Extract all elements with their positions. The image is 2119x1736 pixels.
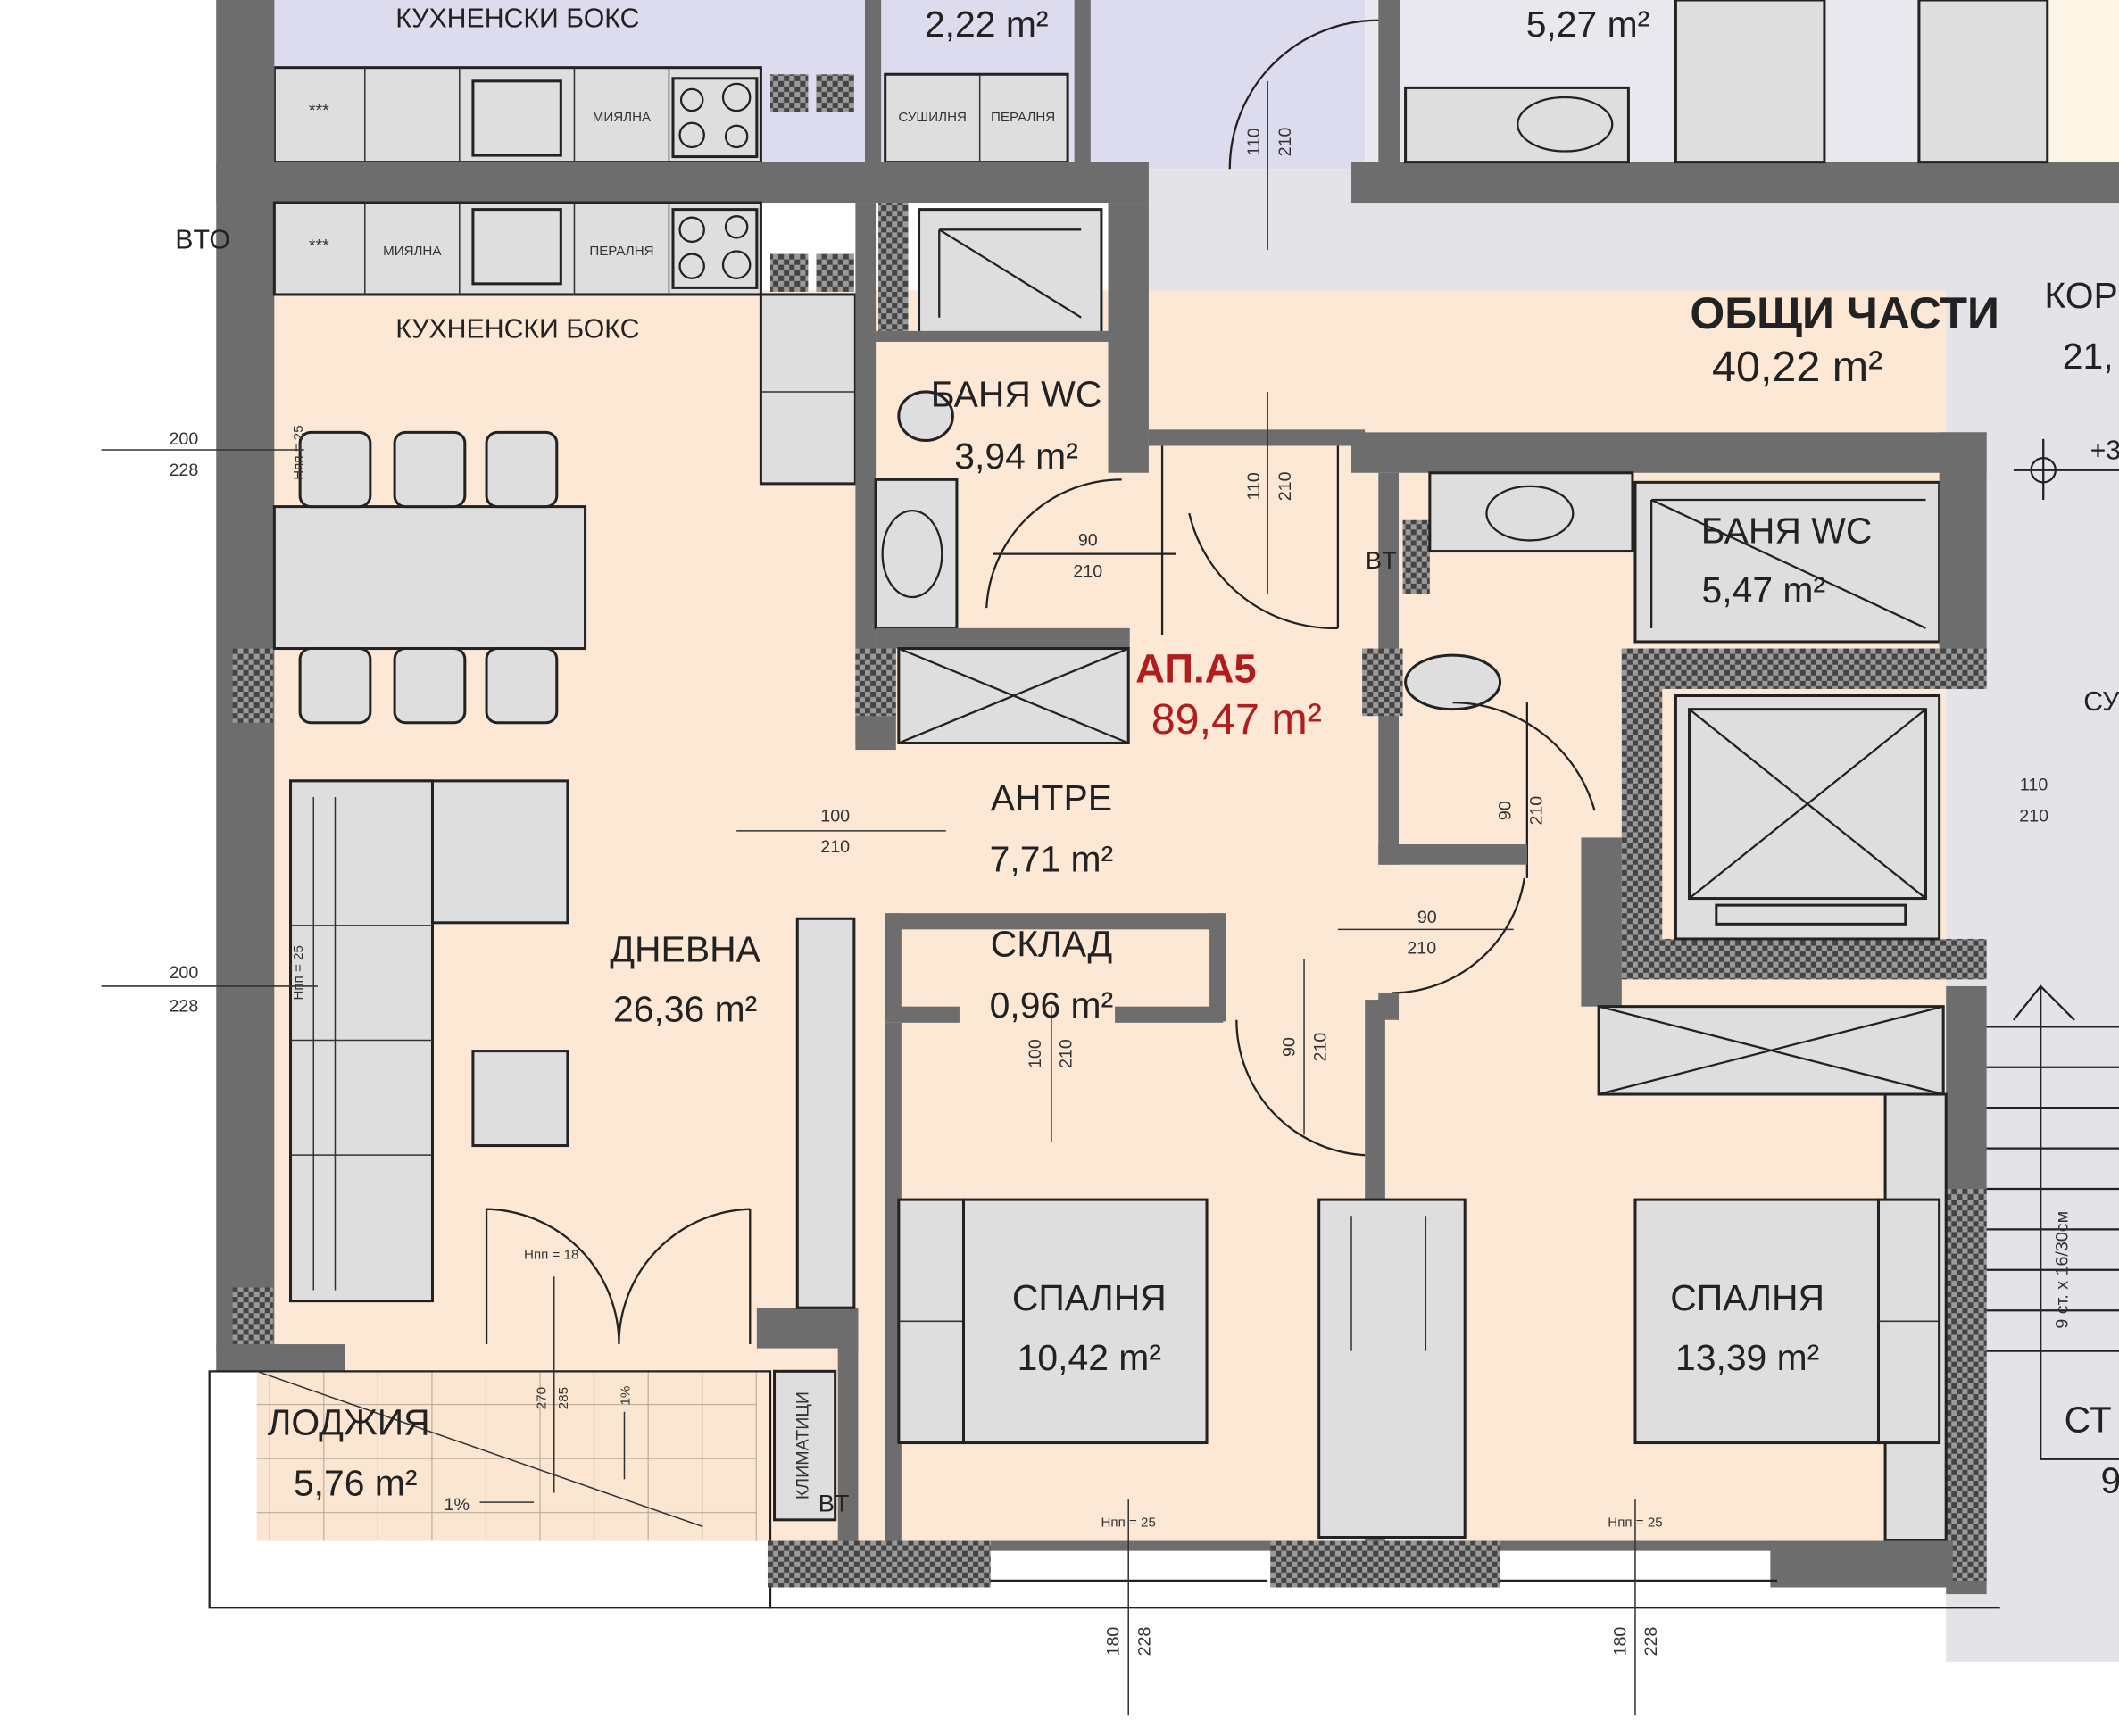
door-width: 90 bbox=[1279, 1037, 1299, 1057]
corridor-area: 21, bbox=[2063, 336, 2114, 377]
entry-label: АНТРЕ bbox=[991, 777, 1112, 818]
level-mark: +3 bbox=[2090, 436, 2119, 466]
door-height: 210 bbox=[1527, 796, 1547, 826]
door-width: 110 bbox=[2020, 775, 2048, 794]
door-height: 210 bbox=[820, 837, 850, 857]
storage-area: 0,96 m² bbox=[990, 984, 1114, 1026]
window-sill: Нпп = 25 bbox=[291, 425, 306, 479]
door-width: 110 bbox=[1244, 128, 1264, 155]
upper-bath-area: 2,22 m² bbox=[925, 4, 1049, 45]
bedroom1-label: СПАЛНЯ bbox=[1012, 1277, 1167, 1318]
dryer-label: СУШИЛНЯ bbox=[898, 110, 967, 125]
window-sill: Нпп = 25 bbox=[1101, 1515, 1156, 1530]
door-width: 100 bbox=[1026, 1039, 1045, 1068]
door-width: 90 bbox=[1078, 531, 1098, 551]
living-label: ДНЕВНА bbox=[610, 929, 760, 970]
loggia-label: ЛОДЖИЯ bbox=[268, 1401, 430, 1442]
door-height: 210 bbox=[1073, 561, 1102, 581]
door-height: 210 bbox=[1276, 127, 1295, 156]
shaft-label: СУ bbox=[2083, 687, 2119, 717]
bedroom1-area: 10,42 m² bbox=[1018, 1337, 1161, 1378]
window-width: 180 bbox=[1104, 1627, 1124, 1657]
door-width: 100 bbox=[820, 806, 850, 826]
entry-area: 7,71 m² bbox=[990, 838, 1114, 879]
door-height: 210 bbox=[1310, 1033, 1330, 1062]
window-height: 228 bbox=[1641, 1627, 1661, 1657]
loggia-height: 285 bbox=[556, 1387, 571, 1409]
kitchen-label: КУХНЕНСКИ БОКС bbox=[395, 314, 639, 344]
door-height: 210 bbox=[1057, 1039, 1076, 1068]
window-height: 228 bbox=[170, 461, 199, 480]
loggia-area: 5,76 m² bbox=[294, 1463, 418, 1504]
loggia-slope: 1% bbox=[619, 1386, 634, 1406]
door-height: 210 bbox=[1276, 471, 1295, 501]
bedroom2-area: 13,39 m² bbox=[1675, 1337, 1819, 1378]
upper-kitchen-label: КУХНЕНСКИ БОКС bbox=[395, 4, 639, 33]
bto-label: BTO bbox=[175, 226, 230, 255]
window-width: 200 bbox=[170, 963, 199, 983]
living-area: 26,36 m² bbox=[613, 988, 757, 1029]
stairs-note: 9 ст. x 16/30см bbox=[2052, 1211, 2072, 1329]
loggia-floor bbox=[256, 1371, 757, 1541]
bath1-label: БАНЯ WC bbox=[931, 374, 1102, 415]
washer-label: ПЕРАЛНЯ bbox=[991, 110, 1055, 125]
door-width: 90 bbox=[1496, 801, 1516, 820]
bt-label: BT bbox=[819, 1490, 850, 1517]
window-height: 228 bbox=[170, 997, 199, 1017]
window-sill: Нпп = 18 bbox=[524, 1248, 578, 1263]
door-width: 90 bbox=[1417, 908, 1437, 927]
ac-label: КЛИМАТИЦИ bbox=[793, 1391, 812, 1499]
window-height: 228 bbox=[1134, 1627, 1154, 1657]
apartment-name: АП.А5 bbox=[1135, 645, 1257, 691]
apartment-area: 89,47 m² bbox=[1151, 695, 1322, 743]
window-sill: Нпп = 25 bbox=[291, 945, 306, 1000]
bath1-area: 3,94 m² bbox=[954, 436, 1078, 477]
loggia-slope: 1% bbox=[445, 1495, 470, 1515]
storage-label: СКЛАД bbox=[991, 924, 1112, 965]
corridor-label: КОР bbox=[2044, 275, 2117, 316]
stairs-area: 9 bbox=[2101, 1460, 2119, 1501]
bath2-label: БАНЯ WC bbox=[1701, 510, 1873, 551]
door-height: 210 bbox=[2019, 806, 2048, 826]
stairs bbox=[1986, 984, 2119, 1460]
door-width: 110 bbox=[1244, 472, 1264, 500]
washer-label: ПЕРАЛНЯ bbox=[589, 244, 653, 259]
common-title: ОБЩИ ЧАСТИ bbox=[1690, 288, 1999, 338]
door-height: 210 bbox=[1407, 939, 1436, 959]
sink-label: МИЯЛНА bbox=[383, 244, 442, 259]
bt-label: BT bbox=[1366, 546, 1397, 574]
window-width: 180 bbox=[1610, 1627, 1630, 1657]
common-area: 40,22 m² bbox=[1712, 343, 1882, 391]
upper-bath2-area: 5,27 m² bbox=[1526, 4, 1650, 45]
loggia-height: 270 bbox=[535, 1387, 550, 1409]
window-width: 200 bbox=[170, 429, 199, 449]
counter-marks: *** bbox=[309, 101, 329, 120]
bath2-area: 5,47 m² bbox=[1702, 569, 1826, 611]
window-sill: Нпп = 25 bbox=[1608, 1515, 1662, 1530]
sink-label: МИЯЛНА bbox=[593, 110, 652, 125]
bedroom2-label: СПАЛНЯ bbox=[1670, 1277, 1824, 1318]
stairs-label: СТ bbox=[2065, 1399, 2112, 1440]
counter-marks: *** bbox=[309, 237, 329, 256]
chairs bbox=[298, 430, 559, 725]
